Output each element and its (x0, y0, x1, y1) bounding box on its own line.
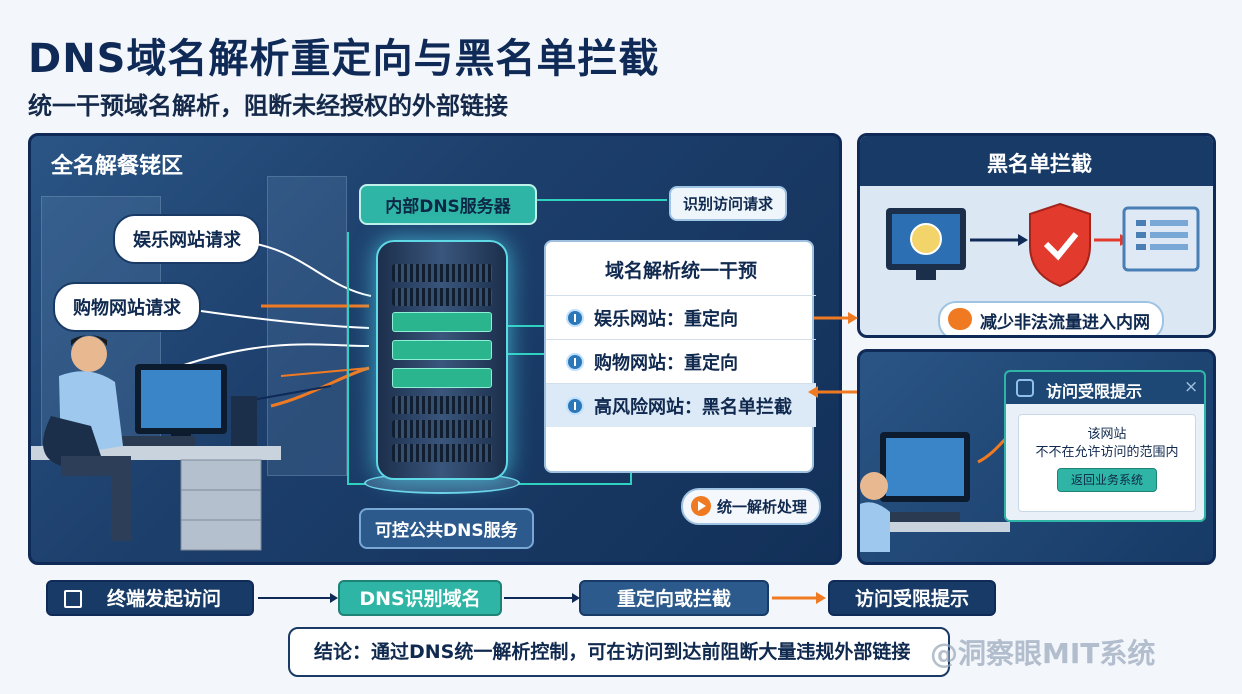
speech-bubble-entertainment: 娱乐网站请求 (113, 214, 261, 264)
blacklist-illustration (886, 202, 1200, 288)
card-row-entertainment: 娱乐网站：重定向 (546, 295, 816, 339)
shield-icon (1016, 379, 1034, 397)
panel-title: 黑名单拦截 (987, 152, 1092, 176)
identify-request-tag: 识别访问请求 (669, 186, 788, 221)
card-row-label: 购物网站：重定向 (594, 352, 738, 374)
person-at-desk (31, 335, 281, 551)
panel-title: 全名解餐铑区 (51, 154, 184, 179)
card-row-label: 高风险网站：黑名单拦截 (594, 396, 792, 418)
blacklist-panel: 黑名单拦截 减少非法流量进入内网 (857, 133, 1216, 338)
flow-step-terminal-access: 终端发起访问 (46, 580, 254, 616)
card-row-high-risk: 高风险网站：黑名单拦截 (546, 383, 816, 427)
reduce-traffic-label: 减少非法流量进入内网 (980, 313, 1150, 333)
flow-step-label: 终端发起访问 (106, 588, 221, 610)
dns-server-label: 内部DNS服务器 (359, 184, 537, 225)
document-icon (64, 590, 82, 608)
dialog-body: 该网站 不不在允许访问的范围内 返回业务系统 (1018, 414, 1196, 512)
flow-arrows (258, 592, 826, 604)
dns-server-tower (364, 240, 520, 494)
toggle-icon (948, 308, 972, 330)
speech-bubble-shopping: 购物网站请求 (53, 282, 201, 332)
info-dot-icon (566, 396, 584, 415)
dialog-title: 访问受限提示 (1046, 382, 1143, 401)
server-unit (392, 340, 492, 360)
page-title: DNS域名解析重定向与黑名单拦截 (28, 36, 660, 82)
unified-process-tag: 统一解析处理 (681, 488, 822, 525)
return-business-button[interactable]: 返回业务系统 (1057, 468, 1157, 492)
panel-arrows (808, 312, 858, 398)
watermark: @洞察眼MIT系统 (930, 637, 1156, 670)
flow-step-redirect-or-block: 重定向或拦截 (579, 580, 769, 616)
dialog-message-line: 该网站 (1087, 427, 1127, 442)
close-icon[interactable]: × (1184, 377, 1199, 397)
reduce-traffic-tag: 减少非法流量进入内网 (938, 301, 1164, 335)
restricted-access-panel: 访问受限提示 × 该网站 不不在允许访问的范围内 返回业务系统 (857, 349, 1216, 565)
resolution-card: 域名解析统一干预 娱乐网站：重定向 购物网站：重定向 高风险网站：黑名单拦截 (544, 240, 816, 473)
conclusion-box: 结论：通过DNS统一解析控制，可在访问到达前阻断大量违规外部链接 (288, 627, 950, 677)
card-row-shopping: 购物网站：重定向 (546, 339, 816, 383)
dialog-message-line: 不不在允许访问的范围内 (1035, 445, 1179, 460)
unified-process-label: 统一解析处理 (717, 498, 808, 516)
check-dot-icon (566, 352, 584, 371)
shield-check-icon (1029, 202, 1091, 288)
globe-icon (910, 223, 942, 255)
card-title: 域名解析统一干预 (604, 260, 757, 282)
internal-zone-panel: 全名解餐铑区 娱乐网站请求 购物网站请求 内部DNS服务器 识别访问请求 可控公… (28, 133, 842, 565)
panel-header (860, 136, 1213, 186)
flow-step-restricted-notice: 访问受限提示 (828, 580, 996, 616)
public-dns-label: 可控公共DNS服务 (359, 508, 534, 549)
dialog-titlebar (1006, 372, 1204, 404)
play-icon (691, 496, 711, 516)
server-unit (392, 368, 492, 388)
server-unit (392, 312, 492, 332)
page-subtitle: 统一干预域名解析，阻断未经授权的外部链接 (28, 92, 508, 120)
flow-step-dns-identify: DNS识别域名 (338, 580, 502, 616)
access-restricted-dialog: 访问受限提示 × 该网站 不不在允许访问的范围内 返回业务系统 (1004, 370, 1206, 522)
card-row-label: 娱乐网站：重定向 (594, 308, 738, 330)
person-at-computer (860, 432, 1010, 552)
info-dot-icon (566, 308, 584, 327)
